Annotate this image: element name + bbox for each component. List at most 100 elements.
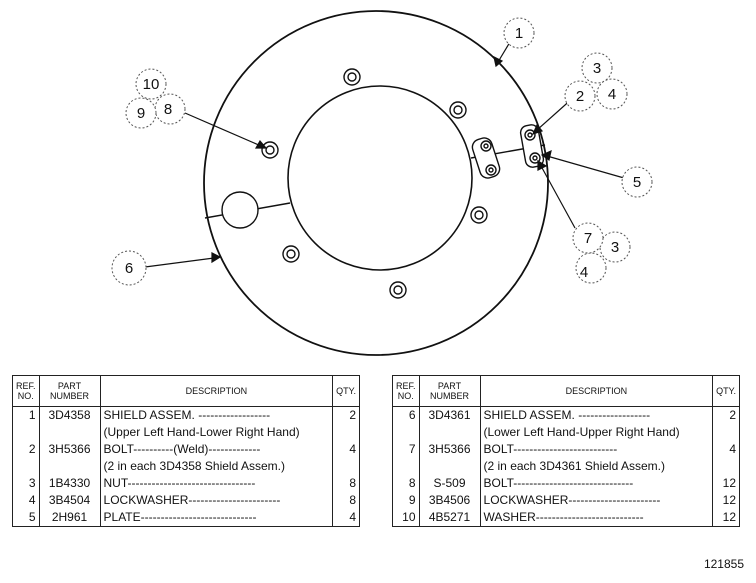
cell-part — [418, 424, 481, 441]
callout-3a: 3 — [581, 52, 613, 84]
table-row: (2 in each 3D4358 Shield Assem.) — [12, 458, 360, 475]
callout-10: 10 — [135, 68, 167, 100]
table-row: (2 in each 3D4361 Shield Assem.) — [392, 458, 740, 475]
callout-2: 2 — [564, 80, 596, 112]
cell-part: 3H5366 — [38, 441, 101, 458]
bolt-hole — [389, 281, 407, 299]
svg-text:9: 9 — [137, 105, 145, 122]
svg-text:4: 4 — [580, 264, 588, 281]
cell-desc: BOLT------------------------------ — [479, 475, 714, 492]
cell-ref — [12, 424, 40, 441]
cell-ref: 4 — [12, 492, 40, 509]
svg-text:8: 8 — [164, 101, 172, 118]
cell-qty: 2 — [712, 406, 740, 424]
callout-8: 8 — [154, 93, 186, 125]
cell-ref: 6 — [392, 406, 420, 424]
callout-6: 6 — [111, 250, 147, 286]
callout-5: 5 — [621, 166, 653, 198]
cell-qty: 4 — [712, 441, 740, 458]
svg-text:5: 5 — [633, 174, 641, 191]
cell-part: 1B4330 — [38, 475, 101, 492]
shield-notch — [221, 191, 259, 229]
cell-qty: 12 — [712, 492, 740, 509]
cell-qty: 12 — [712, 475, 740, 492]
cell-desc: NUT-------------------------------- — [99, 475, 334, 492]
bolt-hole — [261, 141, 279, 159]
cell-part — [38, 458, 101, 475]
cell-part: 3B4506 — [418, 492, 481, 509]
cell-ref: 5 — [12, 509, 40, 527]
figure-number: 121855 — [703, 557, 744, 571]
cell-qty — [332, 458, 360, 475]
callout-4a: 4 — [596, 78, 628, 110]
cell-part: 2H961 — [38, 509, 101, 527]
cell-desc: SHIELD ASSEM. ------------------ — [479, 406, 714, 424]
callout-3b: 3 — [599, 231, 631, 263]
col-qty: QTY. — [332, 375, 360, 407]
cell-part: 3B4504 — [38, 492, 101, 509]
cell-ref: 10 — [392, 509, 420, 527]
svg-text:7: 7 — [584, 230, 592, 247]
col-ref-no: REF. NO. — [392, 375, 420, 407]
cell-qty: 8 — [332, 475, 360, 492]
cell-ref: 9 — [392, 492, 420, 509]
cell-qty: 2 — [332, 406, 360, 424]
cell-part: 3H5366 — [418, 441, 481, 458]
cell-part: 4B5271 — [418, 509, 481, 527]
cell-desc: LOCKWASHER----------------------- — [99, 492, 334, 509]
cell-qty: 8 — [332, 492, 360, 509]
callout-4b: 4 — [575, 252, 607, 284]
svg-text:3: 3 — [593, 60, 601, 77]
table-row: (Lower Left Hand-Upper Right Hand) — [392, 424, 740, 441]
callout-9: 9 — [125, 97, 157, 129]
bolt-holes — [261, 68, 488, 299]
plate-outer — [519, 124, 545, 168]
plate-inner — [471, 137, 501, 179]
cell-ref: 1 — [12, 406, 40, 424]
cell-ref: 3 — [12, 475, 40, 492]
cell-desc: LOCKWASHER----------------------- — [479, 492, 714, 509]
callouts: 1 3 4 2 5 3 4 7 10 8 9 6 — [111, 17, 653, 286]
cell-part: 3D4361 — [418, 406, 481, 424]
cell-part — [418, 458, 481, 475]
col-description: DESCRIPTION — [99, 375, 334, 407]
col-qty: QTY. — [712, 375, 740, 407]
cell-qty — [332, 424, 360, 441]
cell-desc: (2 in each 3D4361 Shield Assem.) — [479, 458, 714, 475]
cell-ref — [12, 458, 40, 475]
cell-part — [38, 424, 101, 441]
col-part-number: PART NUMBER — [418, 375, 481, 407]
col-ref-no: REF. NO. — [12, 375, 40, 407]
col-part-number: PART NUMBER — [38, 375, 101, 407]
cell-ref — [392, 458, 420, 475]
svg-text:2: 2 — [576, 88, 584, 105]
cell-qty: 4 — [332, 441, 360, 458]
cell-qty: 12 — [712, 509, 740, 527]
cell-desc: WASHER--------------------------- — [479, 509, 714, 527]
cell-desc: (Lower Left Hand-Upper Right Hand) — [479, 424, 714, 441]
bolt-hole — [343, 68, 361, 86]
cell-part: S-509 — [418, 475, 481, 492]
leader-lines — [144, 41, 625, 268]
svg-text:4: 4 — [608, 86, 616, 103]
cell-ref: 2 — [12, 441, 40, 458]
cell-desc: BOLT----------(Weld)------------- — [99, 441, 334, 458]
shield-assembly-diagram: 1 3 4 2 5 3 4 7 10 8 9 6 — [111, 10, 653, 356]
cell-desc: (2 in each 3D4358 Shield Assem.) — [99, 458, 334, 475]
shield-outer-edge — [203, 10, 549, 356]
cell-desc: BOLT-------------------------- — [479, 441, 714, 458]
shield-inner-opening — [287, 85, 473, 271]
svg-text:6: 6 — [125, 260, 133, 277]
